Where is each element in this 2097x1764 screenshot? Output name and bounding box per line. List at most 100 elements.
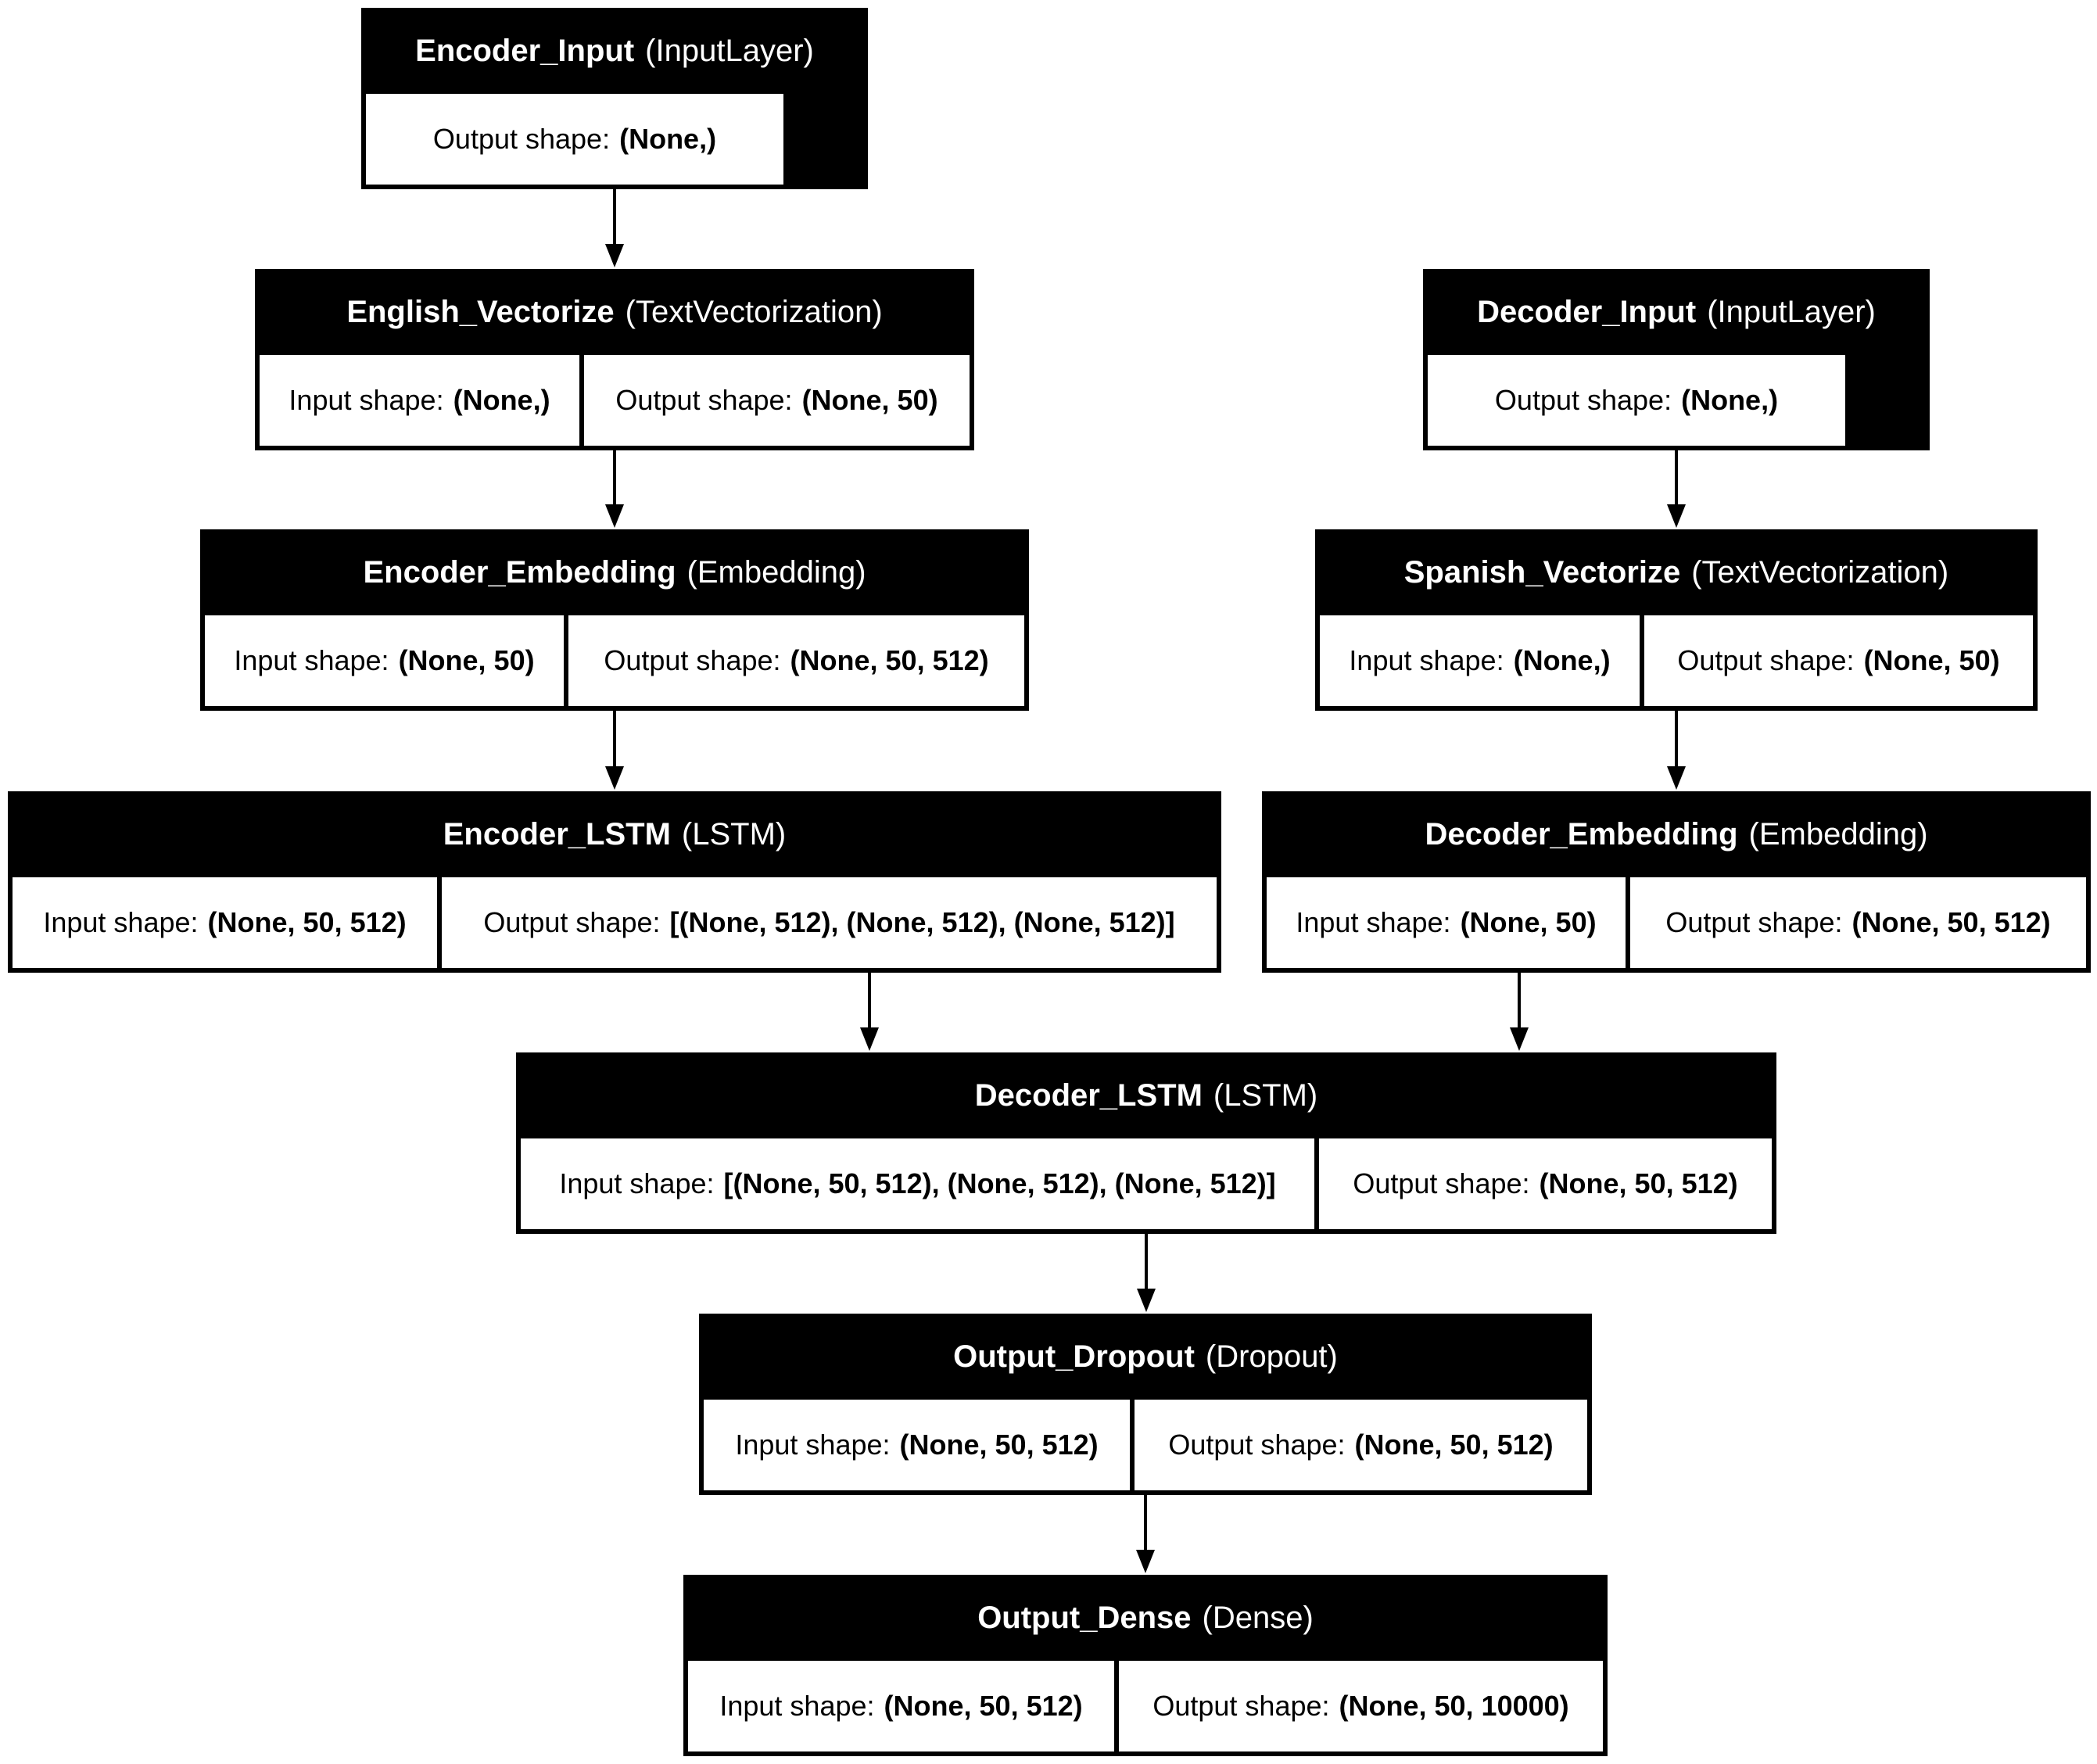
input-shape-value: [(None, 50, 512), (None, 512), (None, 51… — [723, 1167, 1276, 1199]
output-shape-cell: Output shape: (None, 50, 512) — [568, 615, 1024, 706]
layer-node-english-vectorize: English_Vectorize (TextVectorization) Inpu… — [255, 269, 974, 450]
output-shape-label: Output shape: — [1677, 644, 1855, 676]
layer-node-decoder-input: Decoder_Input (InputLayer) Output shape: (N… — [1423, 269, 1930, 450]
output-shape-label: Output shape: — [604, 644, 781, 676]
input-shape-cell: Input shape:(None, 50, 512) — [688, 1661, 1114, 1751]
output-shape-value: (None, 50, 10000) — [1339, 1690, 1569, 1722]
input-shape-label: Input shape: — [735, 1429, 891, 1461]
layer-type: (InputLayer) — [645, 33, 814, 68]
layer-title: Encoder_Embedding (Embedding) — [200, 529, 1029, 615]
input-shape-value: (None, 50) — [1460, 906, 1597, 938]
layer-title: Encoder_Input (InputLayer) — [361, 8, 868, 94]
layer-title: Decoder_Embedding (Embedding) — [1262, 791, 2091, 877]
layer-name: Encoder_Embedding — [363, 554, 676, 590]
input-shape-cell: Input shape:[(None, 50, 512), (None, 512… — [521, 1138, 1314, 1229]
output-shape-value: (None, 50, 512) — [1354, 1429, 1554, 1461]
arrowhead-icon — [1510, 1027, 1529, 1051]
output-shape-cell: Output shape: (None,) — [1428, 355, 1845, 446]
arrowhead-icon — [1667, 766, 1686, 790]
layer-title: Decoder_LSTM (LSTM) — [516, 1052, 1776, 1138]
input-shape-label: Input shape: — [1296, 906, 1451, 938]
input-shape-value: (None, 50, 512) — [207, 906, 407, 938]
output-shape-cell: Output shape:(None, 50) — [584, 355, 970, 446]
layer-node-decoder-embedding: Decoder_Embedding (Embedding) Input shape:… — [1262, 791, 2091, 973]
layer-title: Decoder_Input (InputLayer) — [1423, 269, 1930, 355]
layer-title: Encoder_LSTM (LSTM) — [8, 791, 1221, 877]
output-shape-value: (None, 50) — [801, 384, 938, 416]
layer-node-spanish-vectorize: Spanish_Vectorize (TextVectorization) Inpu… — [1315, 529, 2038, 711]
output-shape-cell: Output shape:(None, 50, 512) — [1630, 877, 2086, 968]
arrowhead-icon — [605, 504, 624, 528]
output-shape-cell: Output shape:(None, 50, 512) — [1135, 1400, 1587, 1490]
input-shape-cell: Input shape: (None, 50) — [205, 615, 564, 706]
layer-node-decoder-lstm: Decoder_LSTM (LSTM) Input shape:[(None, 50… — [516, 1052, 1776, 1234]
layer-type: (Embedding) — [686, 554, 866, 590]
input-shape-label: Input shape: — [559, 1167, 715, 1199]
input-shape-value: (None, 50) — [398, 644, 535, 676]
output-shape-value: (None, 50) — [1863, 644, 2000, 676]
layer-type: (LSTM) — [681, 816, 787, 852]
layer-name: English_Vectorize — [346, 294, 615, 329]
layer-title: Output_Dropout (Dropout) — [699, 1314, 1592, 1400]
arrowhead-icon — [860, 1027, 879, 1051]
layer-title: English_Vectorize (TextVectorization) — [255, 269, 974, 355]
layer-name: Encoder_Input — [415, 33, 635, 68]
output-shape-label: Output shape: — [1152, 1690, 1330, 1722]
layer-name: Spanish_Vectorize — [1403, 554, 1681, 590]
output-shape-label: Output shape: — [1168, 1429, 1346, 1461]
input-shape-value: (None, 50, 512) — [884, 1690, 1083, 1722]
output-shape-cell: Output shape: (None, 50, 512) — [1319, 1138, 1772, 1229]
arrowhead-icon — [605, 766, 624, 790]
input-shape-cell: Input shape: (None,) — [1320, 615, 1640, 706]
layer-node-output-dropout: Output_Dropout(Dropout)Input shape:(None… — [699, 1314, 1592, 1495]
arrowhead-icon — [1137, 1289, 1156, 1312]
layer-type: (Dropout) — [1205, 1339, 1338, 1374]
layer-node-encoder-lstm: Encoder_LSTM (LSTM) Input shape:(None, 50,… — [8, 791, 1221, 973]
output-shape-cell: Output shape:(None,) — [366, 94, 783, 185]
output-shape-label: Output shape: — [432, 123, 611, 155]
input-shape-label: Input shape: — [43, 906, 199, 938]
layer-name: Encoder_LSTM — [443, 816, 671, 852]
layer-name: Decoder_LSTM — [974, 1077, 1203, 1113]
layer-title: Spanish_Vectorize (TextVectorization) — [1315, 529, 2038, 615]
output-shape-label: Output shape: — [483, 906, 661, 938]
output-shape-value: (None, 50, 512) — [1851, 906, 2051, 938]
output-shape-value: [(None, 512), (None, 512), (None, 512)] — [669, 906, 1175, 938]
input-shape-value: (None,) — [1513, 644, 1611, 676]
layer-node-encoder-embedding: Encoder_Embedding (Embedding) Input shape:… — [200, 529, 1029, 711]
arrowhead-icon — [605, 244, 624, 267]
output-shape-value: (None, 50, 512) — [1539, 1167, 1738, 1199]
layer-type: (Embedding) — [1748, 816, 1928, 852]
output-shape-value: (None, 50, 512) — [790, 644, 989, 676]
output-shape-label: Output shape: — [1665, 906, 1843, 938]
layer-node-encoder-input: Encoder_Input (InputLayer) Output shape:(N… — [361, 8, 868, 189]
layer-type: (LSTM) — [1213, 1077, 1318, 1113]
input-shape-label: Input shape: — [234, 644, 389, 676]
input-shape-cell: Input shape:(None, 50, 512) — [13, 877, 437, 968]
output-shape-cell: Output shape:(None, 50) — [1644, 615, 2033, 706]
input-shape-label: Input shape: — [289, 384, 444, 416]
output-shape-label: Output shape: — [1353, 1167, 1530, 1199]
input-shape-cell: Input shape:(None, 50, 512) — [704, 1400, 1130, 1490]
layer-type: (TextVectorization) — [1691, 554, 1949, 590]
output-shape-cell: Output shape:[(None, 512), (None, 512), … — [442, 877, 1217, 968]
layer-name: Decoder_Embedding — [1425, 816, 1738, 852]
layer-type: (InputLayer) — [1707, 294, 1876, 329]
input-shape-label: Input shape: — [1349, 644, 1504, 676]
input-shape-cell: Input shape: (None, 50) — [1267, 877, 1626, 968]
arrowhead-icon — [1136, 1550, 1155, 1573]
layer-name: Decoder_Input — [1477, 294, 1697, 329]
input-shape-value: (None,) — [453, 384, 550, 416]
input-shape-cell: Input shape: (None,) — [260, 355, 579, 446]
layer-type: (Dense) — [1202, 1600, 1314, 1635]
output-shape-value: (None,) — [619, 123, 717, 155]
output-shape-label: Output shape: — [1494, 384, 1672, 416]
layer-node-output-dense: Output_Dense (Dense) Input shape:(None, 50… — [683, 1575, 1608, 1756]
output-shape-label: Output shape: — [615, 384, 793, 416]
layer-type: (TextVectorization) — [625, 294, 883, 329]
layer-name: Output_Dropout — [953, 1339, 1195, 1374]
output-shape-value: (None,) — [1681, 384, 1779, 416]
layer-name: Output_Dense — [977, 1600, 1192, 1635]
